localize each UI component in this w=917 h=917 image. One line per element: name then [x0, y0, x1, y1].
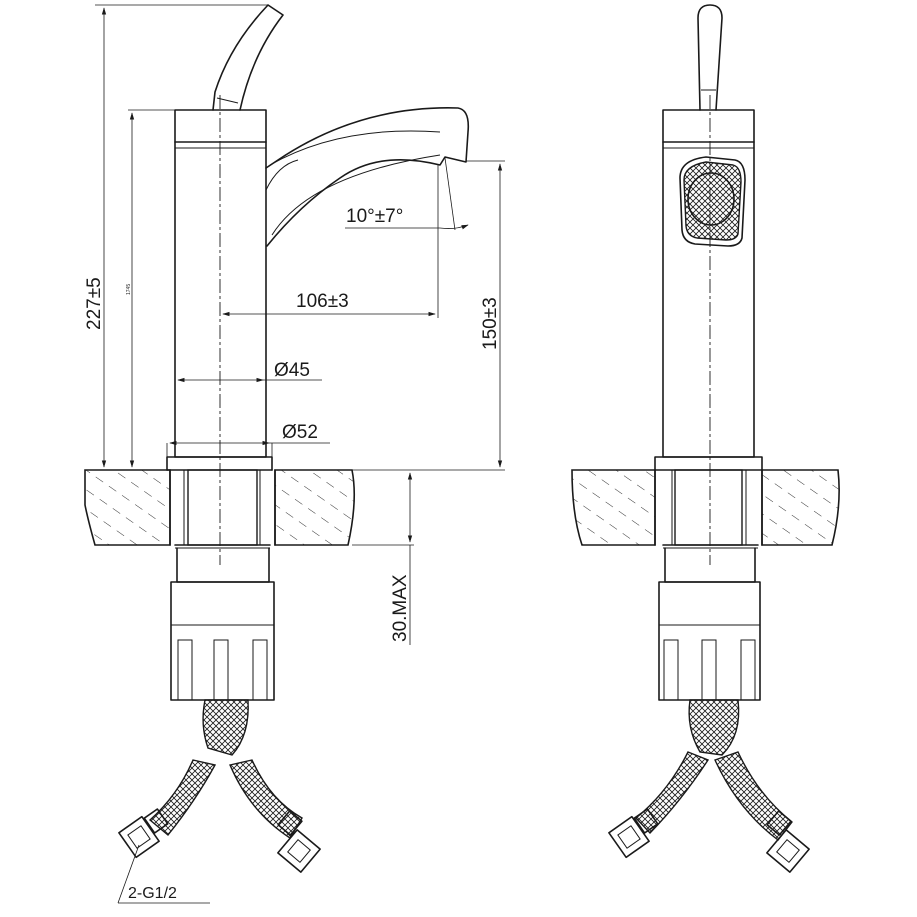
base-flange	[166, 456, 273, 471]
spout	[265, 107, 470, 247]
dim-max-thickness-label: 30.MAX	[390, 574, 411, 642]
dim-total-height-label: 227±5	[84, 277, 105, 330]
dim-max-thickness: 30.MAX	[352, 472, 414, 645]
supply-hoses-left	[148, 699, 303, 839]
base-flange-front	[654, 456, 763, 471]
hose-nut-left-a	[118, 808, 169, 859]
side-view: 227±5 1745 106±3 10°±7° 150±3	[84, 4, 505, 904]
faucet-body	[174, 109, 267, 458]
front-view	[571, 4, 840, 873]
hose-nut-right-b	[766, 810, 810, 873]
faucet-body-front	[662, 109, 755, 458]
supply-hoses-right	[634, 699, 793, 841]
dim-body-diameter-label: Ø45	[274, 360, 310, 381]
dim-spout-height-label: 150±3	[480, 297, 501, 350]
dim-body-diameter: Ø45	[177, 360, 322, 383]
dim-base-diameter: Ø52	[166, 422, 330, 457]
dim-spout-angle-label: 10°±7°	[346, 206, 403, 227]
hose-nut-right-a	[608, 808, 659, 859]
hose-nut-left-b	[277, 810, 321, 873]
countertop-section-left	[84, 469, 356, 546]
dim-spout-angle: 10°±7°	[345, 157, 469, 231]
dim-inner-height: 1745	[126, 109, 175, 468]
countertop-section-right	[571, 469, 840, 546]
lock-nut-right	[658, 547, 761, 701]
handle-lever-front	[697, 4, 723, 111]
dim-spout-height: 150±3	[300, 160, 505, 471]
dim-spout-reach-label: 106±3	[296, 291, 349, 312]
dim-spout-reach: 106±3	[222, 165, 439, 318]
handle-lever	[212, 4, 284, 111]
dim-inner-height-label: 1745	[126, 284, 132, 295]
lock-nut-left	[170, 547, 275, 701]
dim-base-diameter-label: Ø52	[282, 422, 318, 443]
dim-total-height: 227±5	[84, 4, 268, 471]
spout-outlet-front	[679, 156, 746, 247]
connection-label: 2-G1/2	[128, 885, 177, 902]
connection-callout: 2-G1/2	[117, 844, 210, 904]
